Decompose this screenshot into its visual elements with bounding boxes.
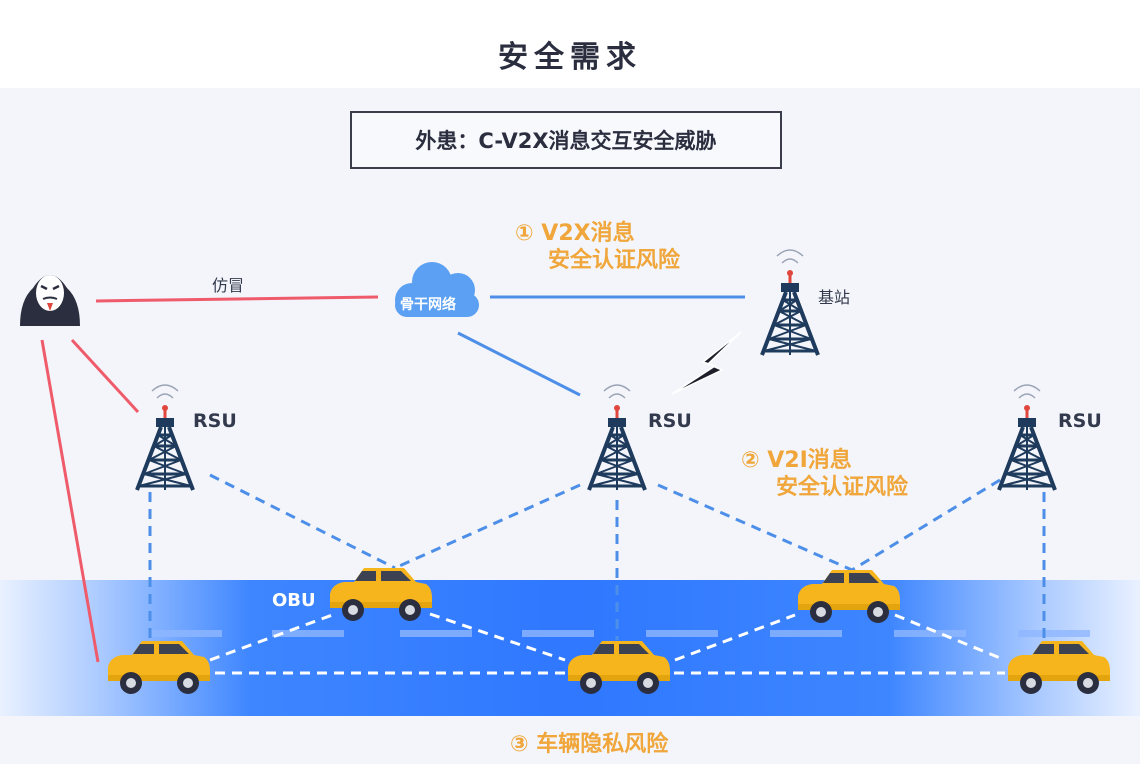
car-icon [330,568,432,621]
rsu3-car-link [851,478,1001,572]
rsu2-car-left-link [394,483,581,570]
rsu-label: RSU [648,410,692,432]
rsu-label: RSU [1058,410,1102,432]
cloud-icon [395,262,479,317]
rsu-label: RSU [193,410,237,432]
risk-2-line-2: 安全认证风险 [776,475,909,500]
risk-3-label: ③ 车辆隐私风险 [510,732,669,757]
base-station-tower-icon [760,248,820,357]
car-icon [798,570,900,623]
spoof-to-rsu-line [70,338,140,414]
subtitle-text: 外患：C-V2X消息交互安全威胁 [415,129,717,153]
v2v-link-4 [894,613,1006,662]
rsu-tower-icon [135,383,195,492]
spoofing-lines [40,295,379,663]
rsu2-car-right-link [657,483,853,572]
v2v-link-1 [209,612,336,662]
car-icon [568,641,670,694]
base-station-label: 基站 [818,288,851,307]
interference-bolt-icon [671,331,742,395]
rsu-tower-icon [997,383,1057,492]
network-to-rsu-line [457,331,581,397]
v2v-link-3 [674,613,796,662]
spoof-label: 仿冒 [212,276,245,295]
risk-2-line-1: ② V2I消息 [741,448,852,473]
hacker-icon [20,275,80,326]
page-title: 安全需求 [498,40,642,75]
network-label: 骨干网络 [400,297,456,313]
title-band [0,0,1140,88]
risk-1-line-1: ① V2X消息 [515,221,635,246]
rsu-tower-icon [587,383,647,492]
spoof-to-network-line [95,295,379,303]
car-icon [108,641,210,694]
car-icon [1008,641,1110,694]
network-links [457,295,745,397]
lane-markings [150,630,1090,637]
rsu1-car-link [209,473,396,570]
v2i-links [148,473,1046,640]
risk-1-line-2: 安全认证风险 [548,248,681,273]
subtitle-box: 外患：C-V2X消息交互安全威胁 [350,111,782,169]
obu-label: OBU [272,590,316,611]
spoof-to-car-line [40,339,100,663]
v2v-link-2 [429,612,566,662]
